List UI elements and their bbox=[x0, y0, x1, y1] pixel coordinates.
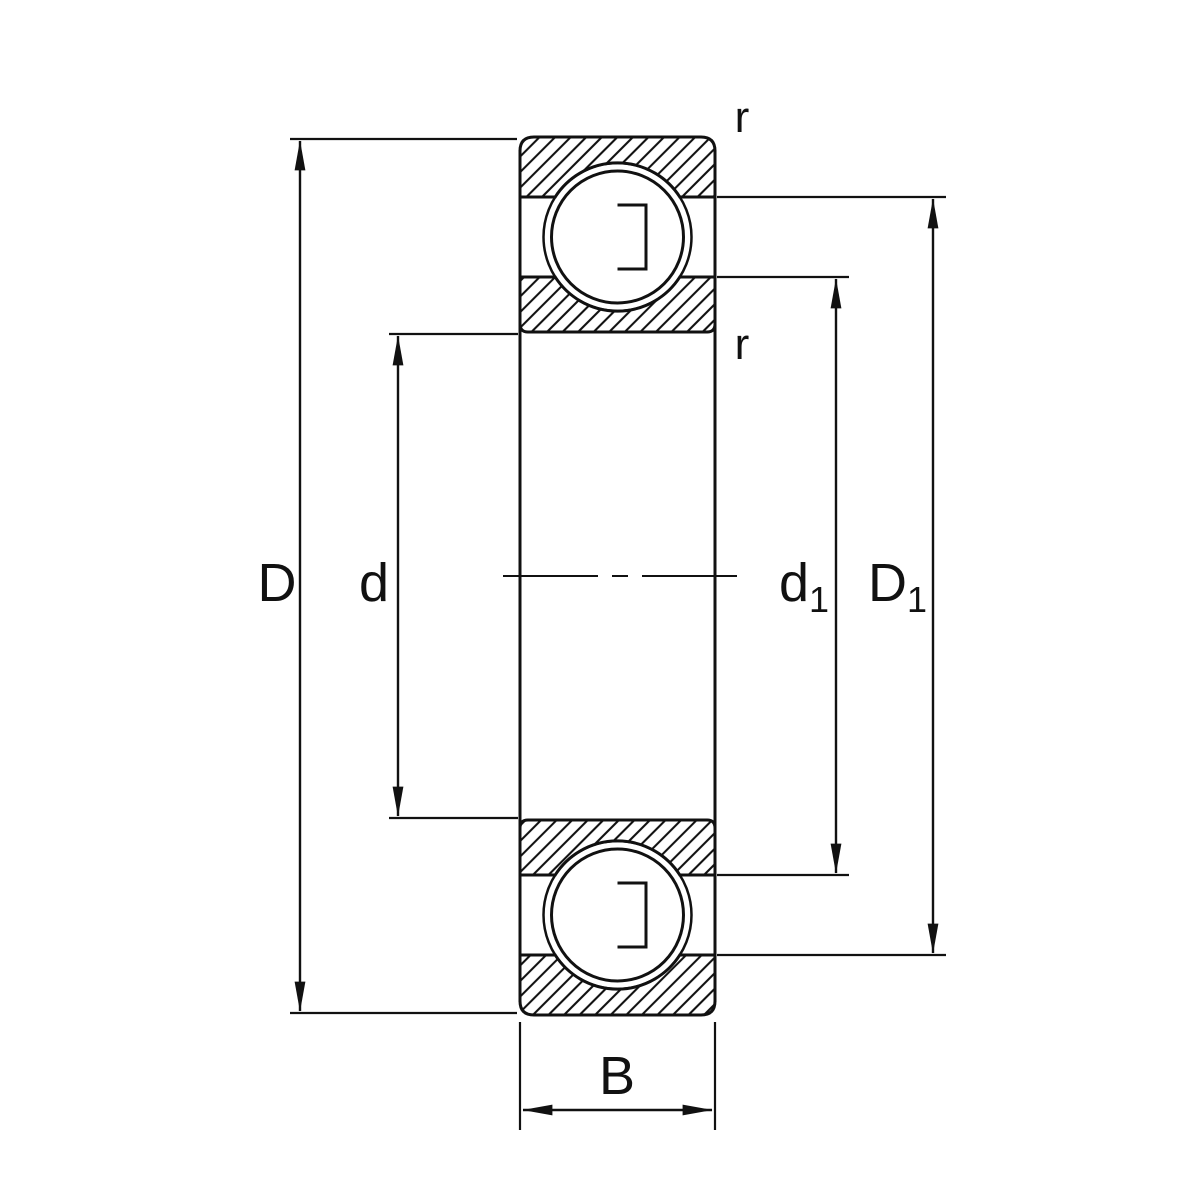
outer-ring-bottom-section bbox=[518, 953, 717, 1017]
ball-top bbox=[550, 169, 685, 305]
cage-bottom-section bbox=[617, 881, 648, 949]
label-D1-base: D bbox=[868, 553, 907, 613]
ball-bottom bbox=[550, 847, 685, 983]
dimensions: D d d1 D1 bbox=[258, 93, 946, 1130]
cage-top-section bbox=[617, 203, 648, 271]
label-D1-subscript: 1 bbox=[907, 579, 927, 620]
inner-ring-bottom-section bbox=[518, 818, 717, 877]
dimension-outer-diameter: D bbox=[258, 137, 517, 1015]
label-outer-diameter: D bbox=[258, 553, 297, 613]
label-chamfer-outer: r bbox=[735, 93, 750, 142]
bearing-section bbox=[503, 135, 740, 1017]
dimension-inner-shoulder-diameter: d1 bbox=[717, 275, 849, 877]
dimension-outer-shoulder-diameter: D1 bbox=[717, 195, 946, 957]
label-d1-subscript: 1 bbox=[809, 579, 829, 620]
label-width: B bbox=[599, 1046, 635, 1106]
label-d1-base: d bbox=[779, 553, 809, 613]
label-bore-diameter: d bbox=[359, 553, 389, 613]
outer-ring-top-section bbox=[518, 135, 717, 199]
dimension-bore-diameter: d bbox=[359, 332, 518, 820]
label-inner-shoulder-diameter: d1 bbox=[779, 553, 829, 620]
label-chamfer-inner: r bbox=[735, 320, 750, 369]
label-outer-shoulder-diameter: D1 bbox=[868, 553, 927, 620]
dimension-width: B bbox=[518, 1022, 717, 1130]
inner-ring-top-section bbox=[518, 275, 717, 334]
